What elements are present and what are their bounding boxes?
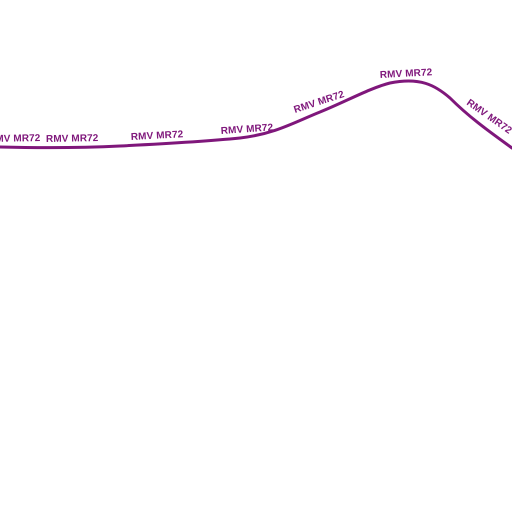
bus-route-line[interactable] — [0, 79, 512, 150]
route-label-text: RMV MR72 — [46, 133, 99, 145]
route-label: RMV MR72 — [131, 129, 184, 143]
route-label-text: RMV MR72 — [220, 122, 273, 137]
route-label-text: RMV MR72 — [131, 129, 184, 143]
route-label: RMV MR72 — [380, 67, 433, 81]
route-label: RMV MR72 — [220, 122, 273, 137]
route-label: RMV MR72 — [46, 133, 99, 145]
route-label: RMV MR72 — [0, 133, 41, 145]
route-label-text: RMV MR72 — [380, 67, 433, 81]
route-label-text: RMV MR72 — [0, 133, 41, 145]
